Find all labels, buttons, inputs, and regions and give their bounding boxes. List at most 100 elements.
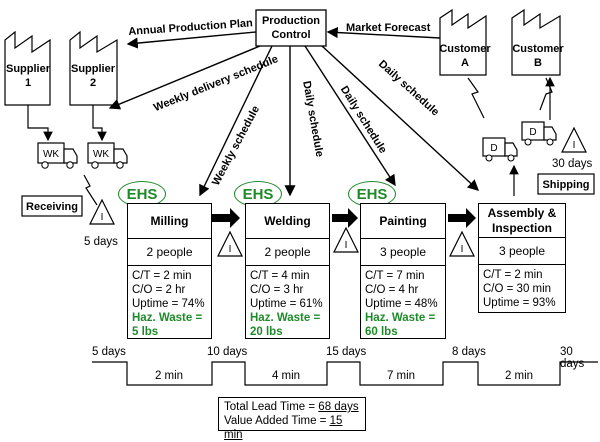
- process-co-welding: C/O = 3 hr: [250, 284, 304, 296]
- process-title-painting: Painting: [361, 204, 445, 239]
- customer-truck-2-icon: [521, 121, 557, 146]
- weekly-delivery-arrow: [108, 45, 261, 110]
- process-haz-label-welding: Haz. Waste =: [250, 312, 321, 324]
- process-ct-painting: C/T = 7 min: [365, 270, 425, 282]
- process-title-milling: Milling: [128, 204, 211, 239]
- receiving-inventory-days: 5 days: [84, 236, 118, 248]
- inventory-receiving-icon: [89, 198, 115, 225]
- process-co-milling: C/O = 2 hr: [132, 284, 186, 296]
- process-haz-label-painting: Haz. Waste =: [365, 312, 436, 324]
- total-lead-time-value: 68 days: [318, 401, 359, 413]
- process-title-assembly-line1: Assembly &: [487, 206, 557, 220]
- daily-schedule-painting-arrow: [304, 45, 396, 187]
- total-lead-time-label: Total Lead Time =: [224, 401, 319, 413]
- customer-a-factory-icon: [439, 8, 487, 76]
- supplier-electronic-flow-icon: [83, 174, 98, 206]
- process-box-milling: Milling 2 people C/T = 2 min C/O = 2 hr …: [127, 203, 212, 339]
- value-added-time-row: Value Added Time = 15 min: [224, 414, 360, 442]
- timeline-days-3: 15 days: [326, 346, 367, 358]
- lead-time-summary-box: Total Lead Time = 68 days Value Added Ti…: [218, 397, 366, 441]
- customer-truck-2-label: D: [529, 127, 536, 138]
- supplier-truck-2-label: WK: [93, 149, 109, 160]
- inventory-receiving-letter: I: [101, 212, 104, 223]
- process-box-welding: Welding 2 people C/T = 4 min C/O = 3 hr …: [245, 203, 330, 339]
- receiving-label: Receiving: [26, 201, 78, 213]
- process-metrics-painting: C/T = 7 min C/O = 4 hr Uptime = 48% Haz.…: [361, 266, 445, 342]
- production-control-box: [255, 9, 327, 47]
- supplier-1-label-1: Supplier: [6, 63, 51, 75]
- market-forecast-label: Market Forecast: [346, 22, 431, 34]
- ehs-badge-milling: EHS: [118, 181, 166, 207]
- process-metrics-milling: C/T = 2 min C/O = 2 hr Uptime = 74% Haz.…: [128, 266, 211, 342]
- process-ct-assembly: C/T = 2 min: [483, 269, 543, 281]
- daily-schedule-assembly-arrow: [321, 45, 480, 191]
- supplier-truck-1-icon: [37, 142, 78, 169]
- supplier-2-label-1: Supplier: [71, 63, 116, 75]
- customer-a-label-2: A: [461, 57, 469, 69]
- shipping-label: Shipping: [542, 179, 589, 191]
- customer-a-label-1: Customer: [439, 43, 491, 55]
- process-co-assembly: C/O = 30 min: [483, 283, 552, 295]
- timeline-time-1: 2 min: [154, 370, 184, 382]
- timeline-time-3: 7 min: [386, 370, 416, 382]
- inventory-painting-assembly-icon: [449, 230, 475, 257]
- push-arrow-painting-assembly-icon: [448, 208, 476, 228]
- process-ct-welding: C/T = 4 min: [250, 270, 310, 282]
- inventory-milling-welding-icon: [217, 230, 243, 257]
- timeline-days-4: 8 days: [452, 346, 486, 358]
- process-uptime-milling: Uptime = 74%: [132, 298, 205, 310]
- supplier-1-ship-line: [27, 105, 53, 142]
- supplier-truck-2-icon: [87, 142, 128, 169]
- inventory-welding-painting-icon: [333, 226, 359, 253]
- process-metrics-welding: C/T = 4 min C/O = 3 hr Uptime = 61% Haz.…: [246, 266, 329, 342]
- process-box-assembly: Assembly & Inspection 3 people C/T = 2 m…: [478, 203, 566, 313]
- production-control-label-2: Control: [271, 29, 310, 41]
- inventory-shipping-icon: [561, 126, 587, 153]
- supplier-1-factory-icon: [4, 30, 51, 106]
- value-added-time-label: Value Added Time =: [224, 415, 330, 427]
- inventory-painting-assembly-letter: I: [461, 244, 464, 255]
- weekly-schedule-arrow: [199, 45, 273, 197]
- supplier-2-factory-icon: [69, 30, 118, 106]
- process-haz-value-painting: 60 lbs: [365, 326, 398, 338]
- process-people-welding: 2 people: [246, 239, 329, 266]
- process-ct-milling: C/T = 2 min: [132, 270, 192, 282]
- process-uptime-painting: Uptime = 48%: [365, 298, 438, 310]
- receiving-box: [21, 195, 83, 217]
- supplier-1-label-2: 1: [25, 77, 31, 89]
- timeline-days-1: 5 days: [92, 346, 126, 358]
- push-arrow-milling-welding-icon: [212, 208, 240, 228]
- process-people-assembly: 3 people: [479, 238, 565, 265]
- shipping-inventory-days: 30 days: [552, 158, 593, 170]
- push-arrow-welding-painting-icon: [332, 208, 358, 228]
- process-haz-value-welding: 20 lbs: [250, 326, 283, 338]
- inventory-welding-painting-letter: I: [345, 240, 348, 251]
- process-co-painting: C/O = 4 hr: [365, 284, 419, 296]
- timeline-time-2: 4 min: [271, 370, 301, 382]
- timeline-days-2: 10 days: [207, 346, 248, 358]
- process-people-milling: 2 people: [128, 239, 211, 266]
- annual-plan-arrow: [126, 31, 257, 49]
- process-haz-label-milling: Haz. Waste =: [132, 312, 203, 324]
- process-metrics-assembly: C/T = 2 min C/O = 30 min Uptime = 93%: [479, 265, 565, 313]
- customer-b-label-1: Customer: [512, 43, 564, 55]
- process-box-painting: Painting 3 people C/T = 7 min C/O = 4 hr…: [360, 203, 446, 339]
- process-people-painting: 3 people: [361, 239, 445, 266]
- process-title-welding: Welding: [246, 204, 329, 239]
- inventory-milling-welding-letter: I: [229, 244, 232, 255]
- process-haz-value-milling: 5 lbs: [132, 326, 159, 338]
- supplier-truck-1-label: WK: [43, 149, 59, 160]
- market-forecast-arrow: [326, 26, 441, 39]
- timeline-time-4: 2 min: [504, 370, 534, 382]
- timeline-ladder: [92, 361, 598, 386]
- customer-truck-1-icon: [482, 137, 518, 162]
- process-uptime-assembly: Uptime = 93%: [483, 297, 556, 309]
- customer-a-electronic-flow-icon: [467, 77, 485, 119]
- total-lead-time-row: Total Lead Time = 68 days: [224, 400, 360, 414]
- process-title-assembly: Assembly & Inspection: [479, 204, 565, 238]
- customer-b-factory-icon: [511, 8, 561, 76]
- shipping-box: [537, 173, 595, 195]
- customer-b-label-2: B: [534, 57, 542, 69]
- process-title-assembly-line2: Inspection: [491, 221, 552, 235]
